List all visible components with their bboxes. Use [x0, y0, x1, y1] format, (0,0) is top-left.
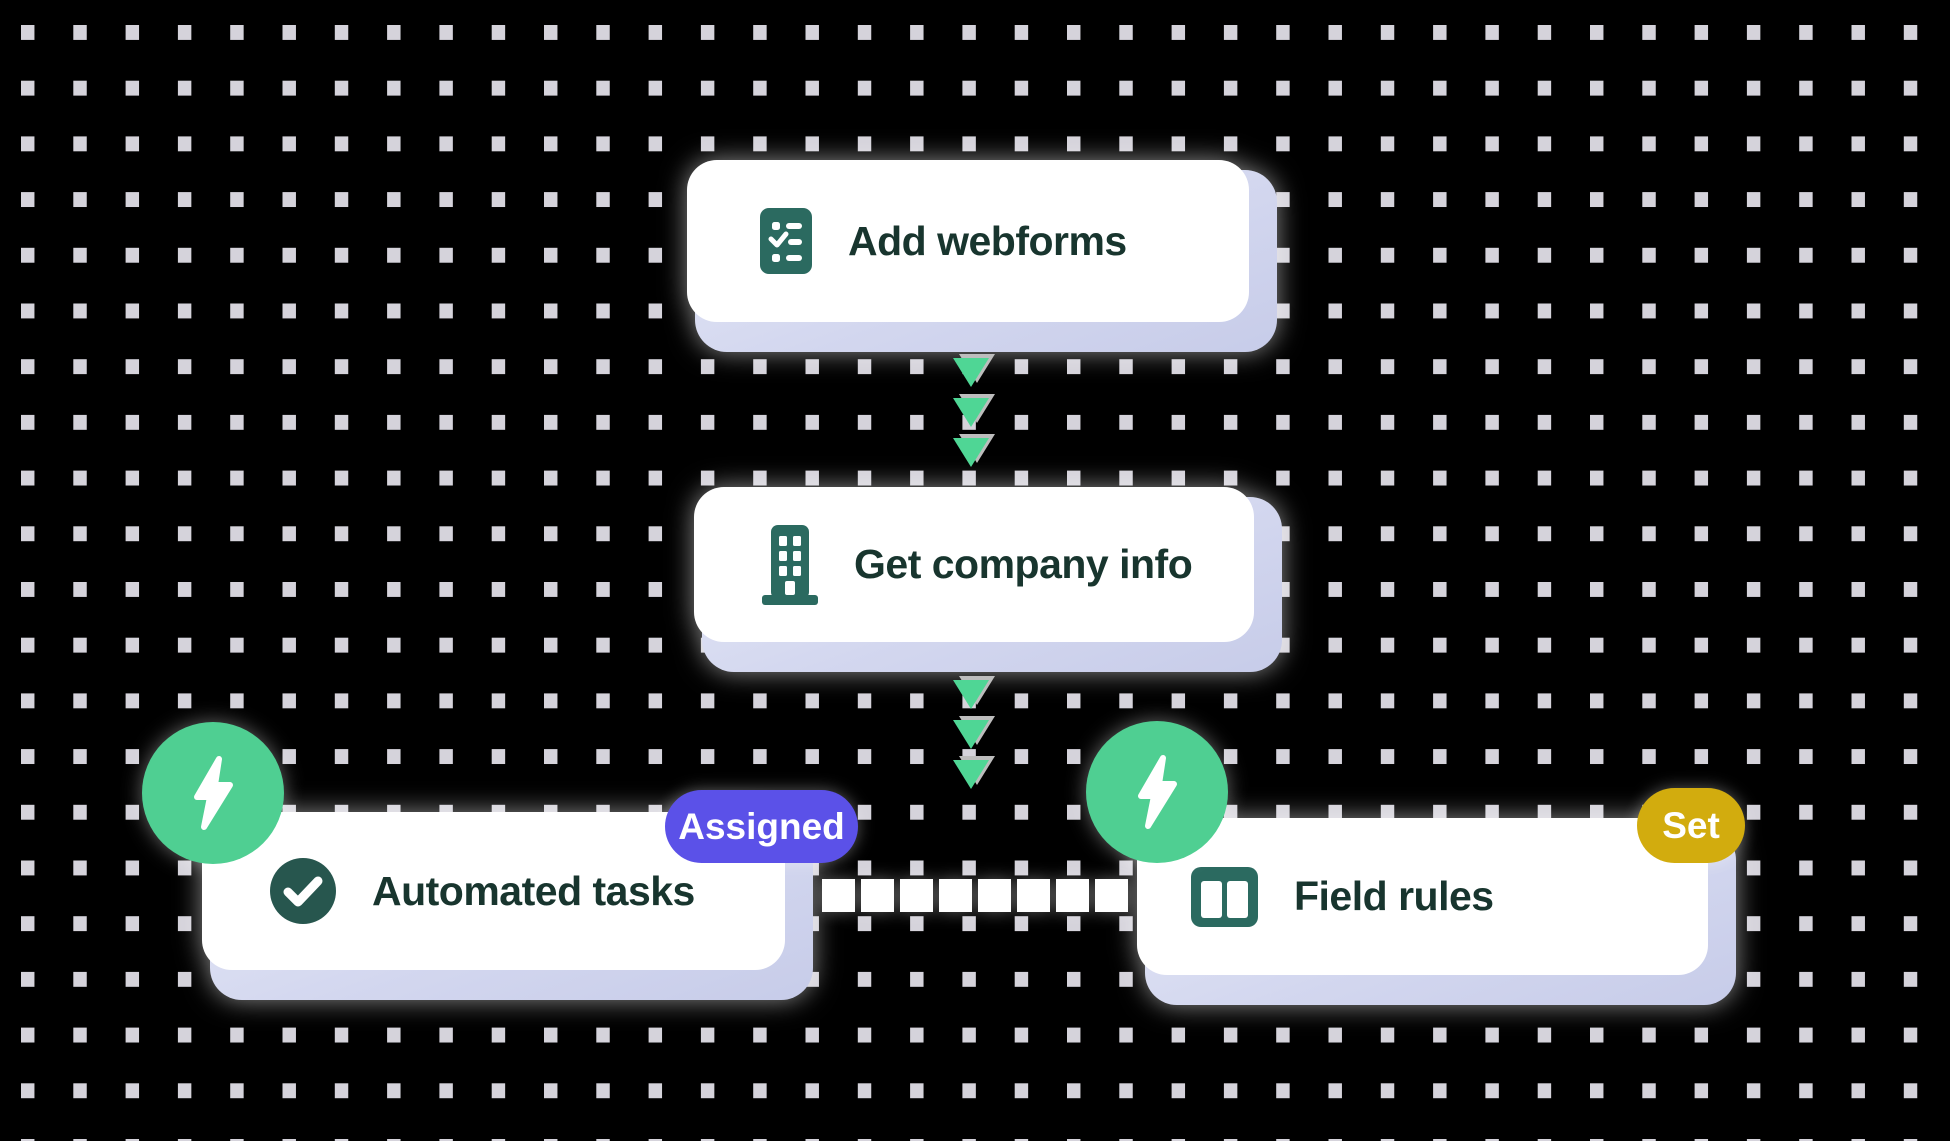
- node-label: Get company info: [854, 541, 1193, 587]
- chevron-down-icon: [953, 676, 995, 709]
- dash-segment: [1017, 879, 1050, 912]
- dash-segment: [978, 879, 1011, 912]
- dashed-connector: [822, 879, 1128, 912]
- columns-icon: [1191, 866, 1258, 927]
- chevron-down-icon: [953, 434, 995, 467]
- check-circle-icon: [270, 858, 336, 924]
- node-add-webforms[interactable]: Add webforms: [687, 160, 1277, 352]
- building-icon: [762, 524, 818, 605]
- chevron-down-icon: [953, 716, 995, 749]
- flow-arrow-down-top: [951, 354, 995, 469]
- flow-arrow-down-bottom: [951, 676, 995, 791]
- dash-segment: [1095, 879, 1128, 912]
- chevron-down-icon: [953, 354, 995, 387]
- node-label: Field rules: [1294, 873, 1494, 919]
- node-label: Add webforms: [848, 217, 1127, 264]
- lightning-icon: [194, 756, 233, 830]
- node-get-company-info[interactable]: Get company info: [694, 487, 1282, 672]
- chevron-down-icon: [953, 394, 995, 427]
- chevron-down-icon: [953, 756, 995, 789]
- lightning-icon: [1138, 755, 1177, 829]
- node-label: Automated tasks: [372, 867, 695, 914]
- dash-segment: [1056, 879, 1089, 912]
- status-badge-assigned: Assigned: [665, 790, 858, 863]
- automation-trigger-badge: [1086, 721, 1228, 863]
- dash-segment: [900, 879, 933, 912]
- dash-segment: [939, 879, 972, 912]
- status-badge-set: Set: [1637, 788, 1745, 863]
- dash-segment: [861, 879, 894, 912]
- automation-trigger-badge: [142, 722, 284, 864]
- dash-segment: [822, 879, 855, 912]
- checklist-icon: [760, 208, 812, 274]
- node-field-rules[interactable]: Field rules: [1137, 818, 1736, 1005]
